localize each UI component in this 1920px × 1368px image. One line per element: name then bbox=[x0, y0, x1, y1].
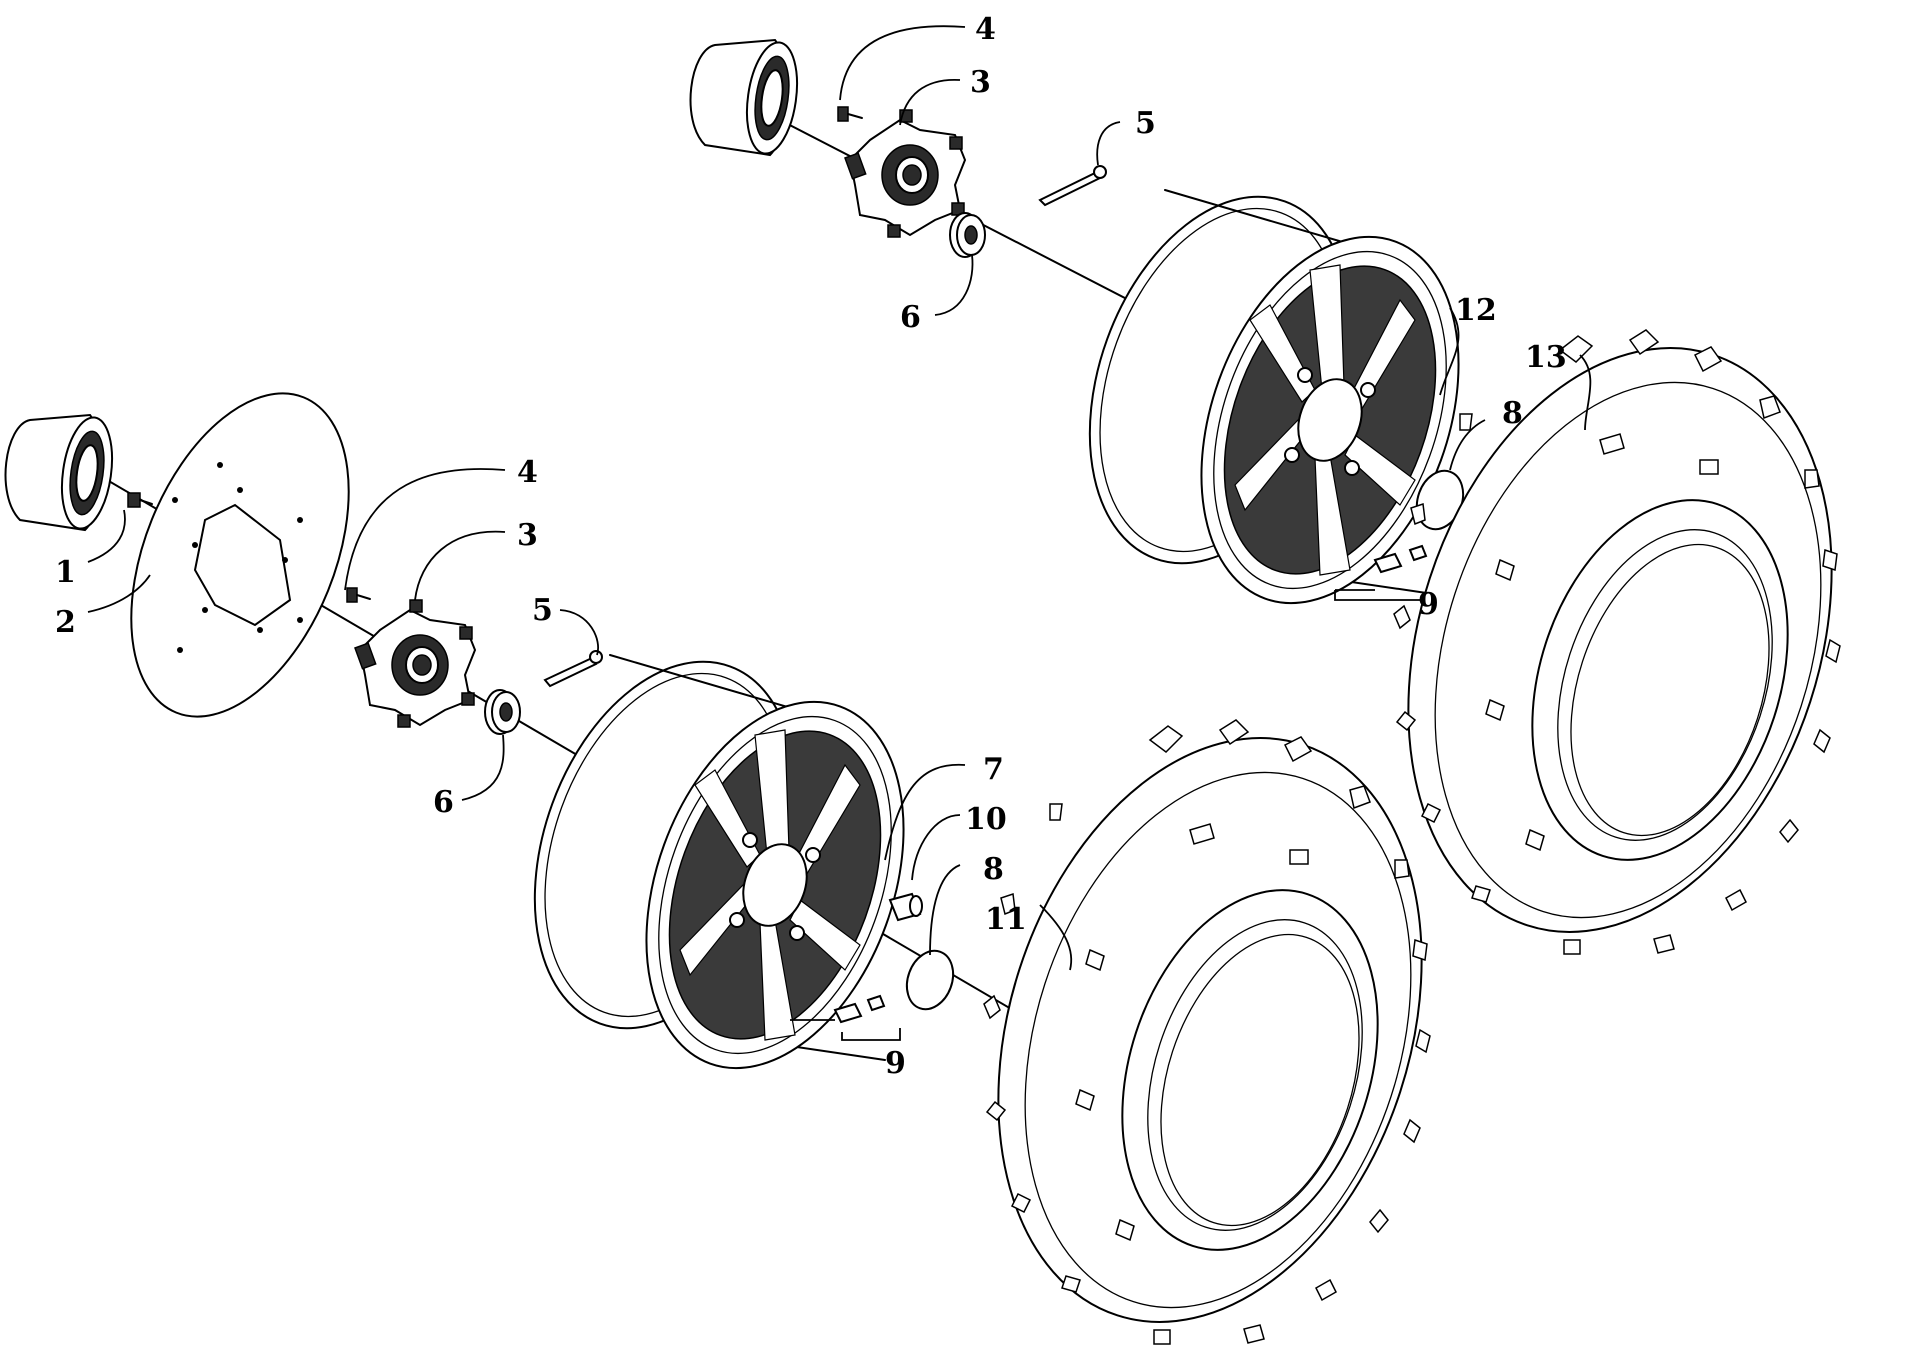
callout-5-rear: 5 bbox=[1135, 106, 1156, 141]
callout-2: 2 bbox=[55, 605, 76, 640]
lug-nut bbox=[888, 892, 923, 922]
callout-13: 13 bbox=[1525, 340, 1567, 375]
callout-1: 1 bbox=[55, 555, 76, 590]
front-hub bbox=[354, 599, 476, 728]
front-tire bbox=[926, 681, 1494, 1368]
callout-labels: 1 2 4 3 5 6 7 10 8 11 9 4 3 5 6 12 13 8 … bbox=[55, 12, 1567, 1081]
rear-bearing bbox=[689, 38, 805, 158]
rear-cotter-pin bbox=[1038, 165, 1107, 207]
callout-6-front: 6 bbox=[433, 785, 454, 820]
callout-9-front: 9 bbox=[885, 1046, 906, 1081]
callout-10: 10 bbox=[965, 802, 1007, 837]
front-bearing bbox=[4, 413, 120, 533]
callout-7: 7 bbox=[983, 752, 1004, 787]
callout-6-rear: 6 bbox=[900, 300, 921, 335]
rear-assembly bbox=[689, 38, 1904, 989]
callout-4-rear: 4 bbox=[975, 12, 996, 47]
brake-disc-bolt bbox=[127, 492, 153, 508]
rear-castle-nut bbox=[949, 212, 986, 258]
front-bolt bbox=[346, 587, 371, 603]
front-valve-stem bbox=[790, 994, 901, 1041]
front-hub-cap bbox=[905, 949, 955, 1011]
rear-valve-stem bbox=[1334, 544, 1441, 601]
callout-8-rear: 8 bbox=[1502, 396, 1523, 431]
front-castle-nut bbox=[484, 689, 521, 735]
callout-8-front: 8 bbox=[983, 852, 1004, 887]
callout-12: 12 bbox=[1455, 293, 1497, 328]
front-assembly bbox=[4, 392, 1494, 1368]
rear-bolt bbox=[837, 106, 863, 122]
callout-11: 11 bbox=[985, 902, 1027, 937]
front-rim bbox=[486, 624, 952, 1105]
front-cotter-pin bbox=[543, 650, 603, 688]
callout-3-rear: 3 bbox=[970, 65, 991, 100]
callout-9-rear: 9 bbox=[1418, 587, 1439, 622]
callout-3-front: 3 bbox=[517, 518, 538, 553]
leader-lines bbox=[87, 25, 1592, 971]
callout-5-front: 5 bbox=[532, 593, 553, 628]
callout-4-front: 4 bbox=[517, 455, 538, 490]
brake-disc bbox=[130, 392, 350, 718]
rear-hub bbox=[844, 109, 966, 238]
